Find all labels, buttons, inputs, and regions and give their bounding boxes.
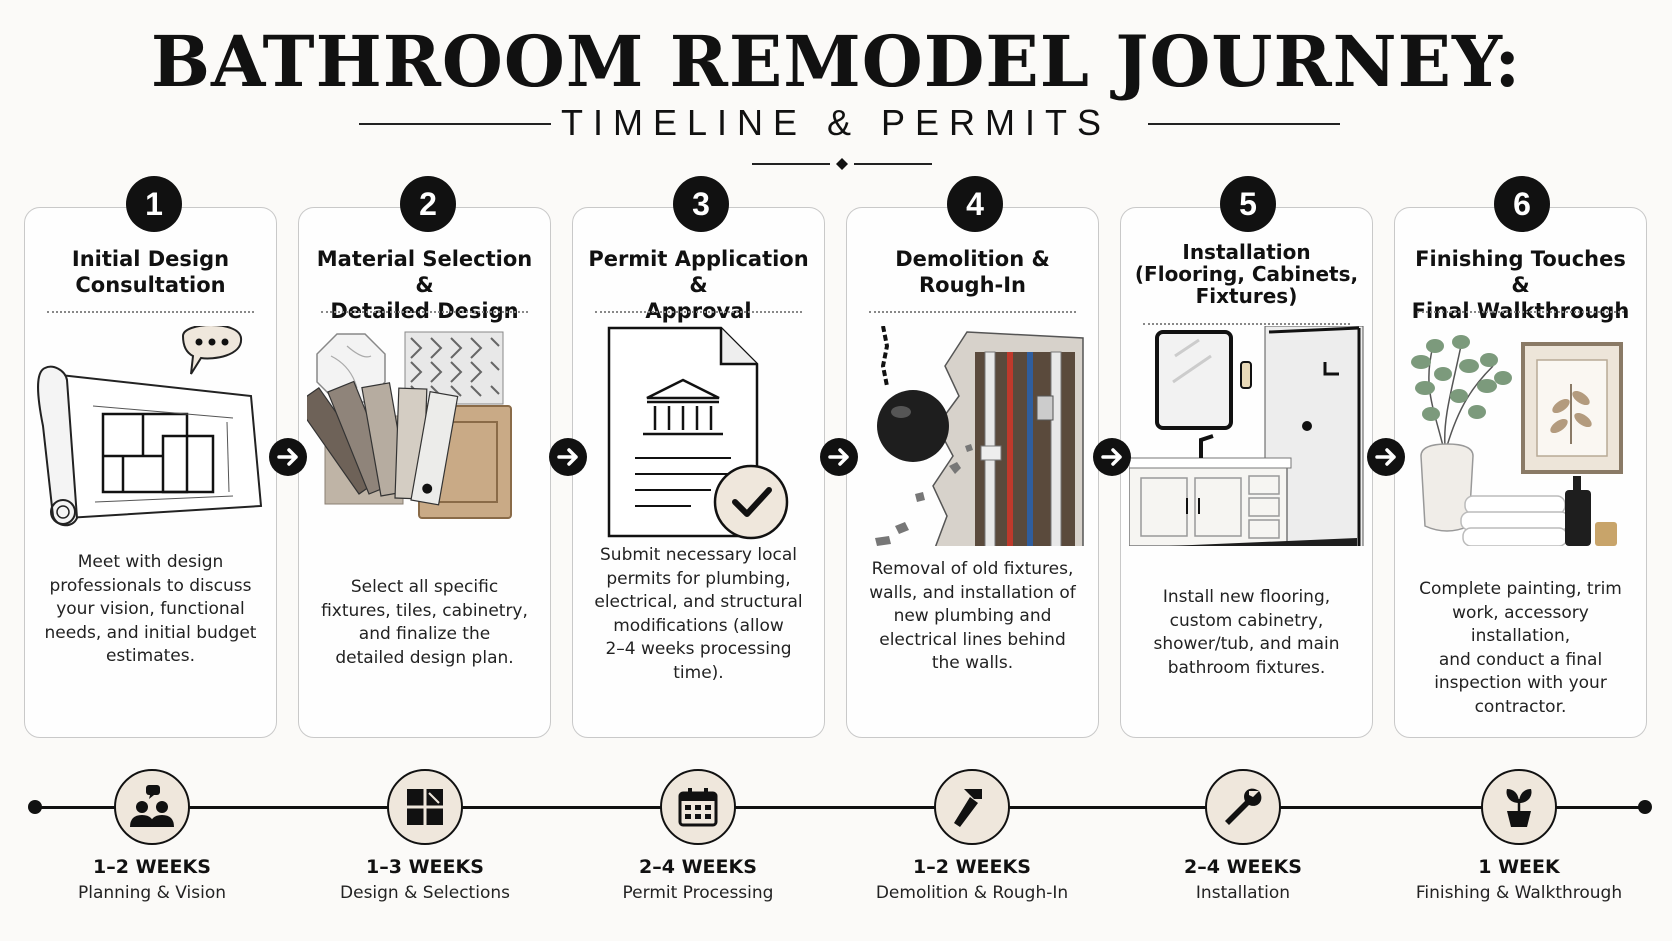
step-card-finishing: Finishing Touches & Final Walkthrough Co… <box>1394 207 1647 738</box>
step-card-installation: Installation (Flooring, Cabinets, Fixtur… <box>1120 207 1373 738</box>
timeline-duration: 1–2 WEEKS <box>93 856 211 878</box>
timeline-label: Installation <box>1195 883 1291 903</box>
step-card-consultation: Initial Design Consultation Meet with de… <box>24 207 277 738</box>
step-title: Material Selection & Detailed Design <box>316 247 533 323</box>
arrow-right-icon <box>1367 438 1405 476</box>
timeline-duration: 2–4 WEEKS <box>639 856 757 878</box>
permit-document-icon <box>607 326 789 540</box>
hammer-icon <box>934 769 1010 845</box>
card-divider <box>1417 311 1624 313</box>
card-divider <box>869 311 1076 313</box>
wrench-icon <box>1205 769 1281 845</box>
timeline-label: Finishing & Walkthrough <box>1415 883 1623 903</box>
card-divider <box>321 311 528 313</box>
step-title: Initial Design Consultation <box>71 247 230 297</box>
arrow-right-icon <box>1093 438 1131 476</box>
timeline-label: Permit Processing <box>622 883 774 903</box>
step-number-badge: 6 <box>1494 176 1550 232</box>
timeline-line <box>35 806 1645 809</box>
timeline-duration: 1 WEEK <box>1478 856 1560 878</box>
card-divider <box>1143 323 1350 325</box>
step-number-badge: 2 <box>400 176 456 232</box>
step-description: Complete painting, trim work, accessory … <box>1419 579 1622 717</box>
divider-ornament <box>752 158 932 170</box>
material-samples-icon <box>307 331 512 519</box>
timeline-duration: 1–3 WEEKS <box>366 856 484 878</box>
step-number-badge: 5 <box>1220 176 1276 232</box>
step-title: Demolition & Rough-In <box>895 247 1050 297</box>
step-title: Installation (Flooring, Cabinets, Fixtur… <box>1134 240 1359 308</box>
timeline-duration: 1–2 WEEKS <box>913 856 1031 878</box>
card-divider <box>47 311 254 313</box>
finishing-decor-icon <box>1411 335 1623 546</box>
timeline-endpoint <box>28 800 42 814</box>
arrow-right-icon <box>820 438 858 476</box>
arrow-right-icon <box>269 438 307 476</box>
calendar-icon <box>660 769 736 845</box>
subtitle-rule-left <box>359 123 551 125</box>
step-card-demolition: Demolition & Rough-In Removal of old fix… <box>846 207 1099 738</box>
arrow-right-icon <box>549 438 587 476</box>
wrecking-ball-icon <box>875 326 1084 546</box>
timeline-label: Planning & Vision <box>77 883 227 903</box>
timeline-label: Demolition & Rough-In <box>875 883 1069 903</box>
step-description: Select all specific fixtures, tiles, cab… <box>321 577 528 668</box>
subtitle-rule-right <box>1148 123 1340 125</box>
step-description: Removal of old fixtures, walls, and inst… <box>869 559 1076 673</box>
blueprint-icon <box>37 326 263 527</box>
subtitle-block: TIMELINE & PERMITS <box>0 100 1672 146</box>
step-description: Install new flooring, custom cabinetry, … <box>1153 587 1340 678</box>
card-divider <box>595 311 802 313</box>
timeline-endpoint <box>1638 800 1652 814</box>
vanity-shower-icon <box>1129 326 1364 546</box>
step-card-material-selection: Material Selection & Detailed Design <box>298 207 551 738</box>
timeline-label: Design & Selections <box>340 883 510 903</box>
tile-grid-icon <box>387 769 463 845</box>
step-card-permit: Permit Application & Approval Submit nec… <box>572 207 825 738</box>
people-chat-icon <box>114 769 190 845</box>
step-description: Submit necessary local permits for plumb… <box>594 545 803 683</box>
step-number-badge: 1 <box>126 176 182 232</box>
page-subtitle: TIMELINE & PERMITS <box>560 102 1112 143</box>
page-title: BATHROOM REMODEL JOURNEY: <box>150 20 1522 103</box>
timeline-duration: 2–4 WEEKS <box>1184 856 1302 878</box>
step-description: Meet with design professionals to discus… <box>44 552 257 666</box>
step-number-badge: 3 <box>673 176 729 232</box>
step-number-badge: 4 <box>947 176 1003 232</box>
potted-plant-icon <box>1481 769 1557 845</box>
